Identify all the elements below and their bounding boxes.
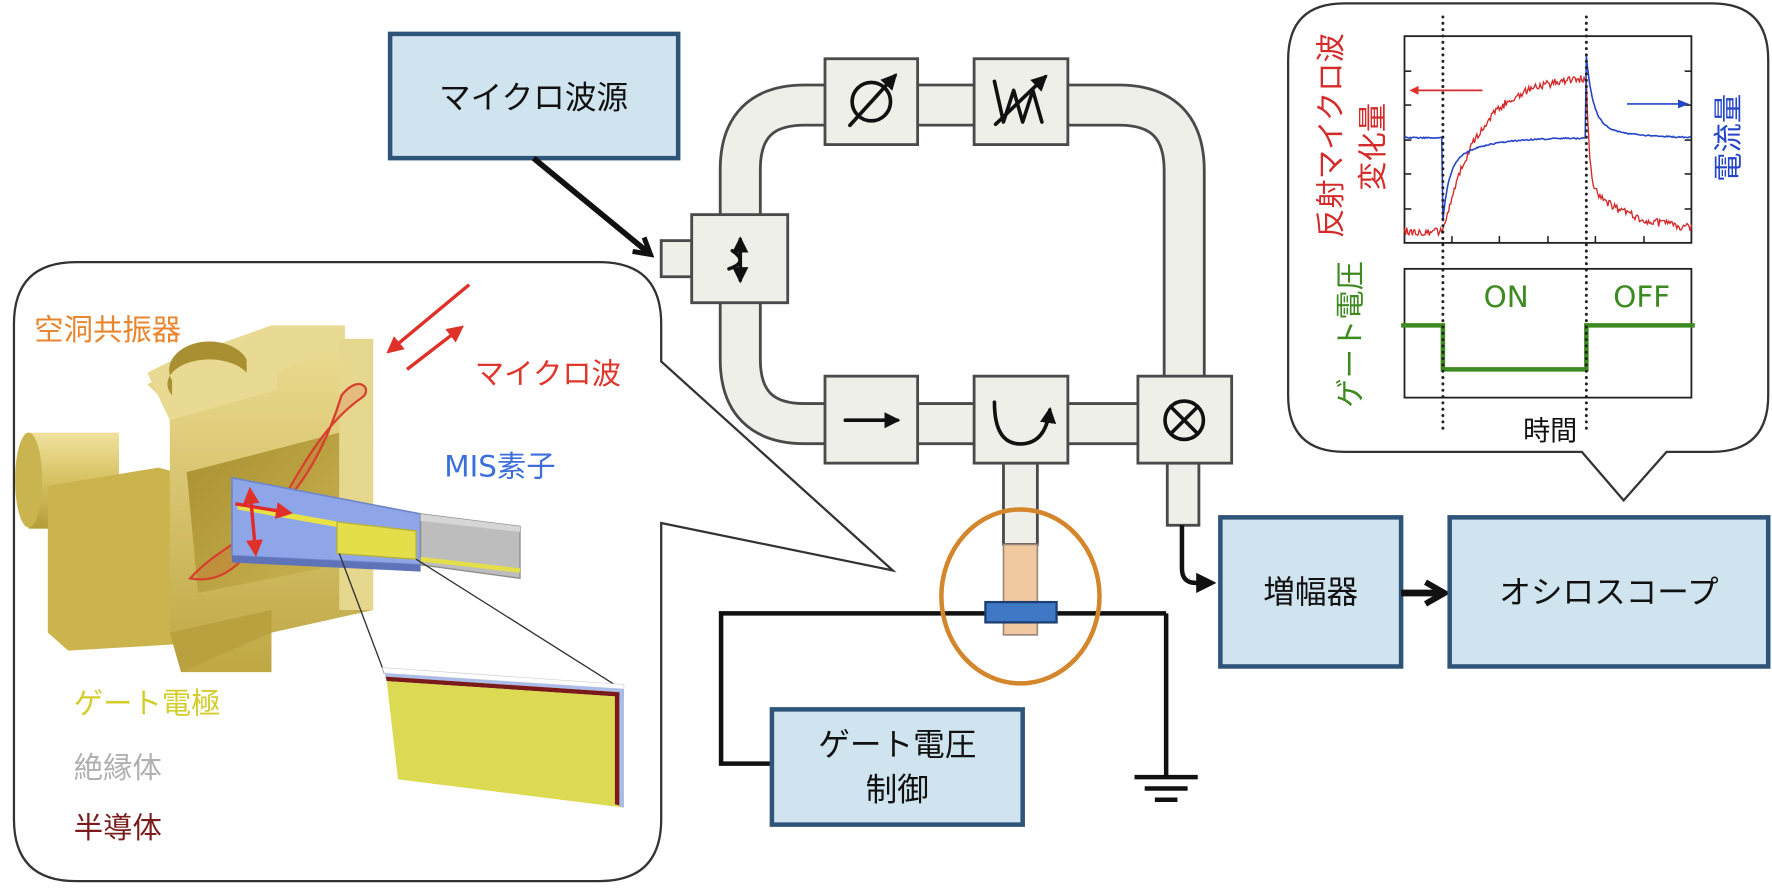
semiconductor-label: 半導体 (74, 811, 162, 845)
microwave-label: マイクロ波 (475, 357, 621, 391)
gate-voltage-controller-label-line2: 制御 (866, 773, 929, 809)
zoom-line-right (415, 558, 623, 690)
insulator-label: 絶縁体 (74, 751, 162, 785)
field-horizontal-arrow (235, 502, 293, 519)
amplifier-label: 増幅器 (1263, 575, 1358, 611)
field-double-arrow (242, 486, 263, 557)
gate-voltage-controller-box (769, 707, 1025, 827)
waveguide-loop (718, 83, 1206, 446)
time-axis-label: 時間 (1523, 416, 1577, 447)
microwave-source: マイクロ波源 (387, 31, 681, 161)
current-label: 電流量 (1712, 94, 1746, 182)
source-to-waveguide-arrow (531, 155, 649, 253)
ground-symbol (1134, 774, 1198, 803)
reflected-microwave-curve (1403, 75, 1693, 238)
sample-highlight-ring (939, 507, 1102, 686)
mis-device-label: MIS素子 (444, 450, 555, 484)
gate-electrode-label: ゲート電極 (74, 687, 221, 721)
variable-attenuator (972, 57, 1070, 147)
upper-plot-ticks (1404, 70, 1692, 243)
mis-device-drawing (231, 476, 521, 580)
oscilloscope-label: オシロスコープ (1499, 575, 1719, 611)
sample-waveguide-stub (1002, 461, 1039, 546)
reflected-label-line2: 変化量 (1356, 103, 1390, 191)
direction-switch-icon (727, 236, 749, 284)
gate-voltage-controller-label-line1: ゲート電圧 (818, 728, 976, 764)
gate-voltage-step (1401, 323, 1695, 372)
detector-output-stub (1165, 461, 1201, 527)
gate-voltage-controller: ゲート電圧 制御 (769, 707, 1025, 827)
oscilloscope-box (1447, 515, 1771, 669)
lower-plot-frame (1403, 267, 1693, 399)
phase-shifter-icon (848, 73, 898, 128)
signal-plot-upper (1403, 35, 1693, 244)
isolator (823, 374, 920, 465)
layer-stack-detail (381, 667, 625, 808)
sample-device (984, 600, 1058, 624)
on-label: ON (1484, 280, 1529, 314)
resonator-label: 空洞共振器 (34, 313, 181, 347)
waveguide-input-port (659, 239, 694, 279)
gate-voltage-label: ゲート電圧 (1333, 261, 1367, 408)
variable-attenuator-icon (992, 74, 1048, 127)
amplifier-box (1218, 515, 1404, 669)
signal-callout (1287, 2, 1770, 503)
current-curve (1403, 55, 1692, 222)
reflected-microwave-arrow (406, 325, 464, 371)
incident-microwave-arrow (386, 283, 471, 354)
reflected-label-line1: 反射マイクロ波 (1314, 33, 1348, 238)
detector-to-amplifier-wire (1179, 525, 1217, 594)
microwave-source-box (387, 31, 681, 161)
phase-shifter (823, 57, 920, 147)
oscilloscope: オシロスコープ (1447, 515, 1771, 669)
signal-plot-lower: ON OFF (1401, 267, 1695, 399)
direction-switch (690, 213, 790, 305)
circulator (972, 374, 1070, 465)
mixer (1136, 374, 1234, 465)
microwave-source-label: マイクロ波源 (439, 80, 628, 116)
zoom-line-left (338, 553, 386, 674)
circulator-arrow-icon (992, 400, 1057, 446)
mixer-icon (1163, 399, 1206, 442)
off-label: OFF (1613, 280, 1670, 314)
amplifier: 増幅器 (1218, 515, 1404, 669)
